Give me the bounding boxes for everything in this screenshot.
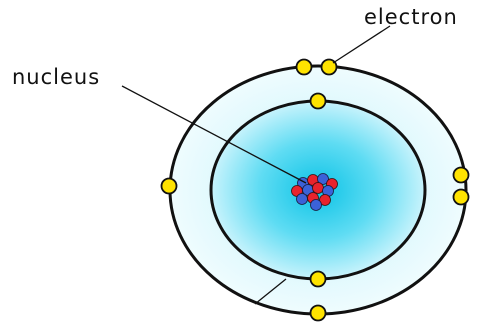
electron bbox=[297, 60, 312, 75]
electron-label: electron bbox=[364, 5, 458, 29]
electron bbox=[454, 190, 469, 205]
electron bbox=[311, 306, 326, 321]
electron-leader-line bbox=[333, 26, 390, 63]
electron bbox=[311, 272, 326, 287]
electron bbox=[162, 179, 177, 194]
nucleus-label: nucleus bbox=[12, 65, 100, 89]
neutron bbox=[297, 194, 308, 205]
electron bbox=[454, 168, 469, 183]
proton bbox=[313, 183, 324, 194]
neutron bbox=[311, 200, 322, 211]
electron bbox=[311, 94, 326, 109]
